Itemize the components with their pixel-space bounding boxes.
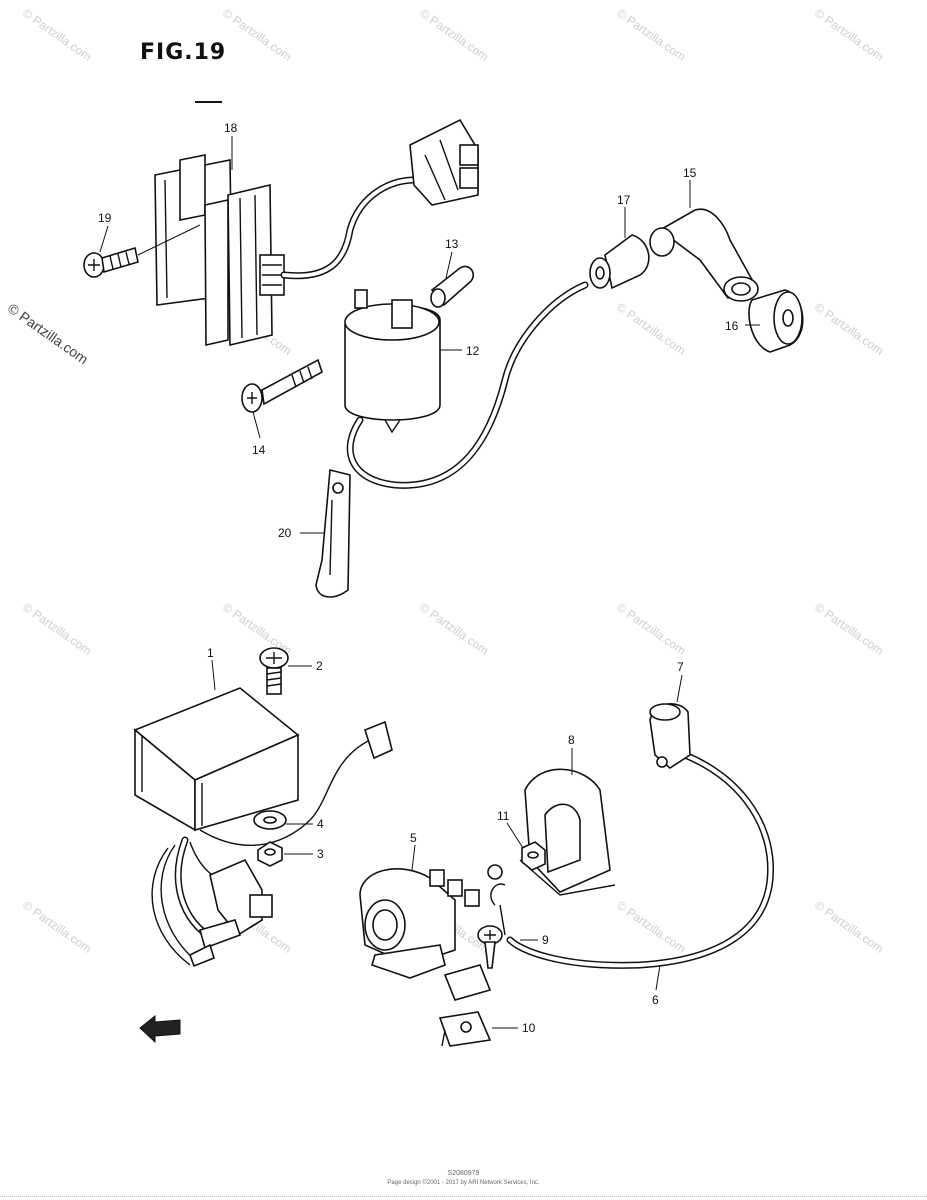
bottom-divider: [0, 1196, 927, 1197]
callout-20: 20: [278, 526, 292, 540]
callout-7: 7: [677, 660, 684, 674]
callout-3: 3: [317, 847, 324, 861]
bolt-part-14[interactable]: [241, 358, 323, 413]
relay-cover-part[interactable]: [519, 768, 616, 896]
callout-4: 4: [317, 817, 324, 831]
wire-part-6[interactable]: [487, 751, 775, 969]
callout-5: 5: [410, 831, 417, 845]
screw-part-2[interactable]: [259, 647, 289, 695]
callout-11: 11: [497, 809, 510, 823]
cdi-unit-part[interactable]: [133, 687, 393, 968]
sleeve-part-13[interactable]: [430, 265, 475, 308]
callout-15: 15: [683, 166, 697, 180]
cap-part-7[interactable]: [649, 703, 691, 769]
callout-12: 12: [466, 344, 480, 358]
cap-boot-part-16[interactable]: [748, 289, 804, 353]
regulator-rectifier-part[interactable]: [154, 118, 479, 347]
diagram-code: S2080979: [447, 1170, 480, 1177]
plug-cap-part-15[interactable]: [649, 208, 759, 302]
boot-part-17[interactable]: [589, 234, 650, 290]
starter-relay-part[interactable]: [359, 868, 492, 1001]
callout-16: 16: [725, 319, 739, 333]
callout-6: 6: [652, 993, 659, 1007]
figure-title: FIG.19: [140, 40, 227, 65]
nut-part-11[interactable]: [521, 841, 546, 871]
callout-18: 18: [224, 121, 238, 135]
callout-17: 17: [617, 193, 631, 207]
callout-8: 8: [568, 733, 575, 747]
callout-10: 10: [522, 1021, 536, 1035]
screw-part-19[interactable]: [83, 224, 201, 278]
copyright-note: Page design ©2001 - 2017 by ARI Network …: [387, 1180, 540, 1186]
callout-9: 9: [542, 933, 549, 947]
callout-13: 13: [445, 237, 459, 251]
clamp-part-20[interactable]: [315, 468, 351, 598]
clip-part-10[interactable]: [438, 1011, 492, 1047]
callout-14: 14: [252, 443, 266, 457]
screw-part-9[interactable]: [477, 925, 503, 969]
callout-19: 19: [98, 211, 112, 225]
callout-1: 1: [207, 646, 214, 660]
washer-part-4[interactable]: [253, 810, 287, 830]
leader-lines: [99, 136, 760, 1029]
ignition-coil-part[interactable]: [344, 281, 589, 489]
nut-part-3[interactable]: [257, 841, 283, 867]
forward-arrow-icon: [139, 1014, 181, 1044]
callout-2: 2: [316, 659, 323, 673]
